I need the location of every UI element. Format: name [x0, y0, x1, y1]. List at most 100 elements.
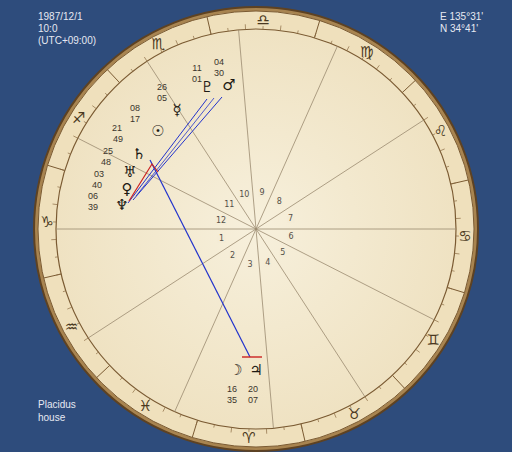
- degree-tick: [176, 40, 178, 45]
- degree-tick: [414, 104, 416, 106]
- sign-boundary: [447, 287, 464, 292]
- degree-tick: [55, 256, 58, 257]
- zodiac-sign: ♓: [139, 399, 152, 414]
- sign-boundary: [48, 165, 65, 170]
- sign-boundary: [301, 424, 305, 442]
- house-cusp: [256, 229, 273, 428]
- zodiac-sign: ♋: [458, 229, 471, 244]
- degree-tick: [452, 270, 455, 272]
- planet-glyph: ♄: [132, 147, 145, 162]
- degree-tick: [133, 389, 136, 393]
- aspect-line: [136, 98, 214, 196]
- house-cusp: [256, 229, 365, 397]
- degree-tick: [402, 89, 406, 92]
- degree-tick: [280, 26, 282, 31]
- house-cusp: [256, 229, 456, 230]
- degree-tick: [96, 352, 98, 354]
- aspect-lines: [128, 97, 262, 357]
- time-zone: (UTC+09:00): [38, 36, 96, 46]
- house-cusp: [175, 229, 256, 412]
- house-number: 1: [218, 235, 225, 243]
- outer-ring: [34, 7, 478, 451]
- house-number: 6: [287, 233, 294, 241]
- degree-number: 35: [227, 396, 237, 405]
- aspect-line: [150, 160, 250, 357]
- chart-date: 1987/12/1: [38, 12, 83, 22]
- degree-tick: [317, 419, 319, 422]
- sign-boundary: [192, 420, 197, 437]
- degree-number: 01: [192, 75, 202, 84]
- degree-tick: [455, 253, 460, 255]
- degree-tick: [347, 46, 349, 50]
- aspect-line: [128, 99, 207, 203]
- degree-number: 26: [157, 83, 167, 92]
- house-cusp: [147, 61, 256, 229]
- sign-boundary: [392, 375, 404, 388]
- house-number: 10: [238, 191, 250, 199]
- tick-group: [44, 17, 469, 442]
- degree-tick: [365, 397, 368, 401]
- house-number: 3: [247, 261, 254, 269]
- degree-tick: [53, 204, 58, 206]
- house-cusp: [256, 229, 434, 320]
- degree-number: 21: [112, 124, 122, 133]
- degree-number: 40: [92, 181, 102, 190]
- degree-number: 20: [248, 385, 258, 394]
- planet-glyph: ♅: [123, 165, 136, 180]
- house-cusp: [56, 229, 256, 230]
- degree-tick: [245, 24, 246, 29]
- degree-tick: [106, 365, 110, 368]
- degree-tick: [376, 65, 379, 69]
- zodiac-sign: ♈: [242, 430, 255, 445]
- degree-tick: [63, 290, 66, 292]
- house-number: 2: [229, 252, 236, 260]
- degree-number: 04: [214, 58, 224, 67]
- degree-tick: [210, 29, 211, 34]
- chart-time: 10:0: [38, 24, 57, 34]
- degree-number: 16: [227, 385, 237, 394]
- planet-glyph: ☿: [172, 103, 181, 118]
- degree-tick: [196, 420, 197, 425]
- zodiac-sign: ♑: [40, 214, 53, 229]
- sign-boundary: [207, 17, 211, 35]
- zodiac-band: [38, 11, 474, 447]
- degree-tick: [447, 287, 452, 288]
- cusp-group: [56, 30, 456, 428]
- degree-tick: [56, 274, 61, 275]
- zodiac-sign: ♉: [347, 406, 360, 421]
- degree-tick: [454, 200, 457, 201]
- sign-boundary: [402, 80, 415, 92]
- degree-tick: [283, 427, 284, 430]
- zodiac-sign: ♊: [427, 332, 440, 347]
- zodiac-sign: ♎: [257, 13, 270, 28]
- house-cusp: [239, 30, 256, 229]
- house-system: Placidus house: [38, 398, 76, 424]
- house-cusp: [256, 120, 424, 229]
- inner-wheel: [56, 29, 456, 429]
- house-number: 5: [279, 249, 286, 257]
- degree-tick: [390, 78, 392, 80]
- sign-boundary: [97, 365, 110, 377]
- degree-tick: [84, 338, 88, 341]
- house-number: 12: [215, 217, 227, 225]
- aspect-line: [133, 97, 222, 200]
- degree-tick: [51, 239, 56, 240]
- sign-boundary: [314, 21, 319, 38]
- degree-tick: [105, 93, 107, 95]
- degree-tick: [193, 36, 195, 39]
- degree-number: 07: [248, 396, 258, 405]
- degree-tick: [314, 33, 315, 38]
- degree-number: 11: [192, 64, 201, 73]
- planet-glyph: ♆: [115, 198, 128, 213]
- planet-glyph: ♂: [222, 78, 235, 93]
- degree-tick: [392, 375, 395, 379]
- planet-glyph: ♀: [122, 182, 133, 197]
- degree-number: 39: [88, 203, 98, 212]
- degree-tick: [92, 106, 96, 109]
- degree-number: 03: [94, 170, 104, 179]
- degree-tick: [131, 69, 133, 71]
- degree-tick: [334, 413, 336, 418]
- degree-tick: [440, 149, 445, 151]
- degree-tick: [213, 425, 215, 428]
- degree-number: 48: [101, 158, 111, 167]
